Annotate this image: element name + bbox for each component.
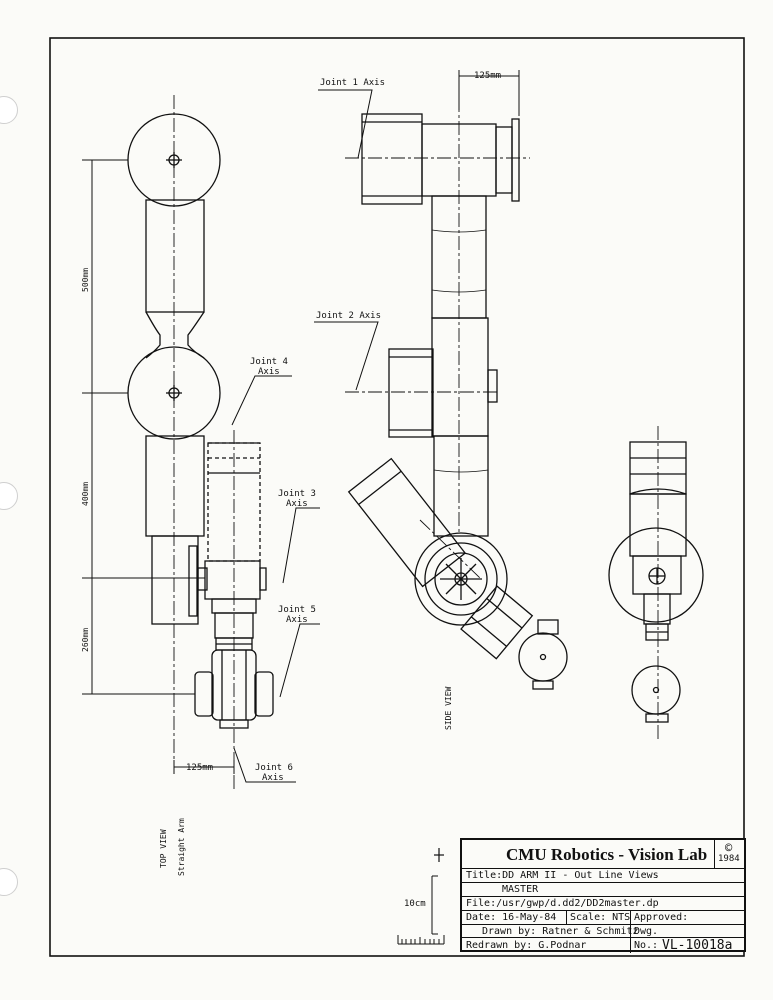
top-view-leaders (231, 375, 320, 783)
drawing-title: Title:DD ARM II - Out Line Views (466, 870, 659, 881)
joint2-axis-label: Joint 2 Axis (316, 311, 381, 321)
joint1-axis-label: Joint 1 Axis (320, 78, 385, 88)
scale-bar (397, 875, 445, 945)
dim-125-top: 125mm (186, 763, 213, 773)
upper-link-top (145, 199, 205, 313)
drawing-border (49, 37, 745, 957)
joint6-axis-word: Axis (262, 773, 284, 783)
file-path: File:/usr/gwp/d.dd2/DD2master.dp (466, 898, 659, 909)
end-view-wheel (608, 527, 704, 623)
joint3-block-top (204, 560, 261, 600)
joint2-motor-side (388, 348, 434, 438)
wrist-link-side (460, 585, 534, 660)
drawing-subtitle: MASTER (502, 884, 539, 895)
forearm-top (145, 435, 205, 537)
copyright-year: 1984 (718, 854, 740, 864)
scale-bar-label: 10cm (404, 899, 426, 909)
side-view-arm (347, 113, 568, 690)
drawing-date: Date: 16-May-84 (466, 912, 557, 923)
copyright-box: © 1984 (714, 840, 745, 868)
end-view-handle (631, 665, 681, 715)
approved-label: Approved: (634, 912, 689, 923)
copyright-symbol: © (725, 841, 733, 855)
joint4-label: Joint 4 (250, 357, 288, 367)
top-view-dimensions (82, 159, 235, 774)
top-view-arm (127, 113, 274, 729)
dim-260: 260mm (81, 628, 90, 652)
drawing-number: VL-10018a (662, 938, 733, 953)
side-view-dimensions (314, 70, 520, 391)
top-view-sublabel: Straight Arm (177, 818, 186, 876)
joint5-label: Joint 5 (278, 605, 316, 615)
dim-400: 400mm (81, 482, 90, 506)
joint1-motor-side (361, 113, 423, 205)
dwg-label: Dwg. (634, 926, 659, 937)
joint4-tube-side (347, 457, 467, 588)
drawn-by: Drawn by: Ratner & Schmitz (482, 926, 639, 937)
forearm-side (433, 435, 489, 537)
joint3-wheel-side (414, 532, 508, 626)
top-view-label: TOP VIEW (159, 829, 168, 868)
redrawn-by: Redrawn by: G.Podnar (466, 940, 587, 951)
title-block: CMU Robotics - Vision Lab © 1984 Title:D… (460, 838, 746, 953)
joint5-axis-word: Axis (286, 615, 308, 625)
dim-500: 500mm (81, 268, 90, 292)
dim-125-side: 125mm (474, 71, 501, 81)
joint6-label: Joint 6 (255, 763, 293, 773)
joint5-handle-side (518, 632, 568, 682)
no-label: No.: (634, 940, 659, 951)
joint3-axis-word: Axis (286, 499, 308, 509)
side-view-label: SIDE VIEW (444, 686, 453, 730)
lab-title: CMU Robotics - Vision Lab (506, 845, 708, 864)
crosshair-icon (434, 848, 444, 862)
joint3-label: Joint 3 (278, 489, 316, 499)
drawing-scale: Scale: NTS (570, 912, 631, 923)
end-view-arm (608, 441, 704, 723)
joint4-axis-word: Axis (258, 367, 280, 377)
